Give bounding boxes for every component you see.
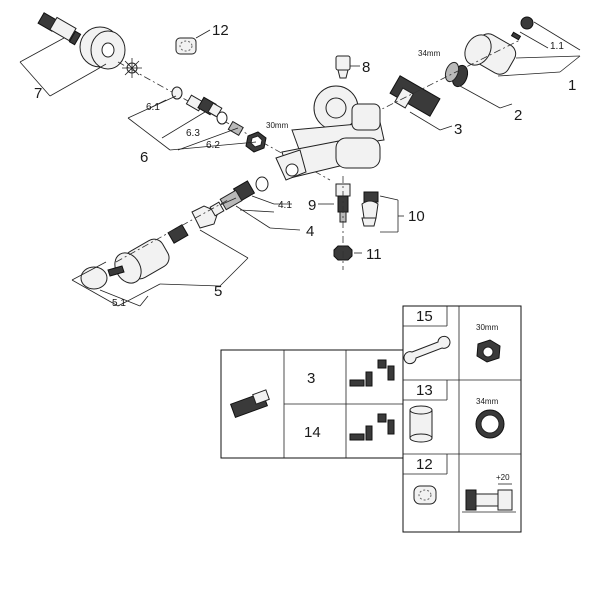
callout-6: 6: [140, 149, 148, 166]
callout-10: 10: [408, 208, 425, 225]
tool-13-number: 13: [416, 382, 433, 399]
filter-screen-icon: [122, 58, 142, 78]
extension-install-icon: [462, 483, 516, 513]
callout-9: 9: [308, 197, 316, 214]
part-8-cap: [335, 55, 360, 79]
part-4-valve: [217, 176, 269, 211]
part-10-diverter: [361, 191, 404, 233]
part-5-cap: [80, 201, 225, 290]
callout-2: 2: [514, 107, 522, 124]
extension-piece-icon: [413, 485, 437, 505]
callout-11: 11: [366, 246, 382, 263]
tool-13-size: 34mm: [476, 397, 499, 406]
callout-1-1: 1.1: [550, 41, 564, 52]
callout-3: 3: [454, 121, 462, 138]
table-cartridge-image: [229, 389, 270, 419]
table-row-14: 14: [304, 424, 321, 441]
nut-30mm-icon: [476, 339, 501, 363]
ring-34mm-icon: [475, 409, 505, 439]
callout-6-3: 6.3: [186, 128, 200, 139]
callout-4-1: 4.1: [278, 200, 292, 211]
dim-30mm-top: 30mm: [266, 121, 289, 130]
part-3-thermo-cartridge: [389, 75, 453, 131]
part-2-ring: [444, 61, 513, 109]
callout-8: 8: [362, 59, 370, 76]
tool-15-size: 30mm: [476, 323, 499, 332]
part-11-aerator: [333, 245, 362, 261]
part-9-cartridge: [318, 183, 351, 223]
callout-4: 4: [306, 223, 314, 240]
callout-6-2: 6.2: [206, 140, 220, 151]
dim-34mm-top: 34mm: [418, 49, 441, 58]
tool-12-extension: +20: [496, 473, 510, 482]
callout-1: 1: [568, 77, 576, 94]
callout-5: 5: [214, 283, 222, 300]
table-screws-row3: [349, 359, 395, 387]
tool-15-number: 15: [416, 308, 433, 325]
callout-6-1: 6.1: [146, 102, 160, 113]
table-screws-row14: [349, 413, 395, 441]
table-row-3: 3: [307, 370, 315, 387]
callout-12: 12: [212, 22, 229, 39]
callout-7: 7: [34, 85, 42, 102]
part-12-nut: [175, 29, 211, 55]
wrench-icon: [403, 335, 451, 365]
part-7-connector-assembly: [19, 12, 126, 97]
mixer-body: [275, 85, 385, 181]
spare-parts-table: [220, 305, 522, 533]
key-sleeve-icon: [409, 405, 433, 443]
tool-12-number: 12: [416, 456, 433, 473]
callout-5-1: 5.1: [112, 298, 126, 309]
part-6-check-valve: [171, 86, 267, 153]
